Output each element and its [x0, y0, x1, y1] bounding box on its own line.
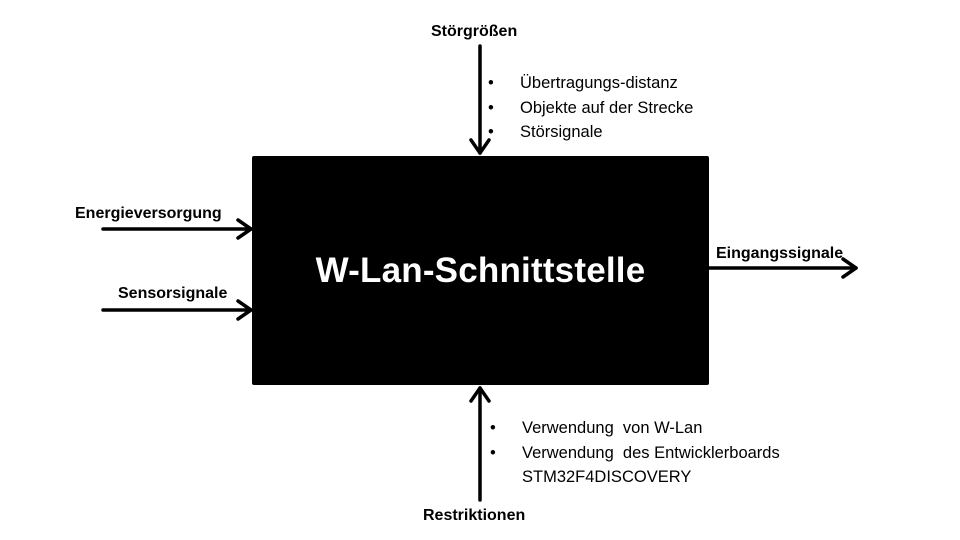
list-item-text-continued: STM32F4DISCOVERY [522, 468, 692, 486]
list-item: Verwendung von W-Lan [490, 416, 780, 441]
left-input-arrow-energy [101, 218, 253, 240]
right-output-arrow [707, 257, 858, 279]
list-item-text: Verwendung des Entwicklerboards [522, 443, 780, 462]
bottom-input-arrow [469, 386, 491, 502]
left-input-arrow-sensor [101, 299, 253, 321]
list-item-text: Verwendung von W-Lan [522, 419, 703, 437]
list-item: Störsignale [488, 120, 693, 145]
top-input-arrow [469, 44, 491, 155]
disturbances-label: Störgrößen [431, 23, 518, 40]
input-label-sensor: Sensorsignale [118, 285, 228, 302]
list-item: Objekte auf der Strecke [488, 96, 693, 121]
list-item: Übertragungs-distanz [488, 71, 693, 96]
system-title: W-Lan-Schnittstelle [315, 250, 646, 290]
system-box: W-Lan-Schnittstelle [252, 156, 709, 385]
output-label: Eingangssignale [716, 245, 844, 262]
restrictions-label: Restriktionen [423, 507, 526, 524]
disturbances-list: Übertragungs-distanz Objekte auf der Str… [488, 71, 693, 145]
list-item: Verwendung des Entwicklerboards STM32F4D… [490, 441, 780, 490]
input-label-energy: Energieversorgung [75, 205, 222, 222]
restrictions-list: Verwendung von W-Lan Verwendung des Entw… [490, 416, 780, 490]
